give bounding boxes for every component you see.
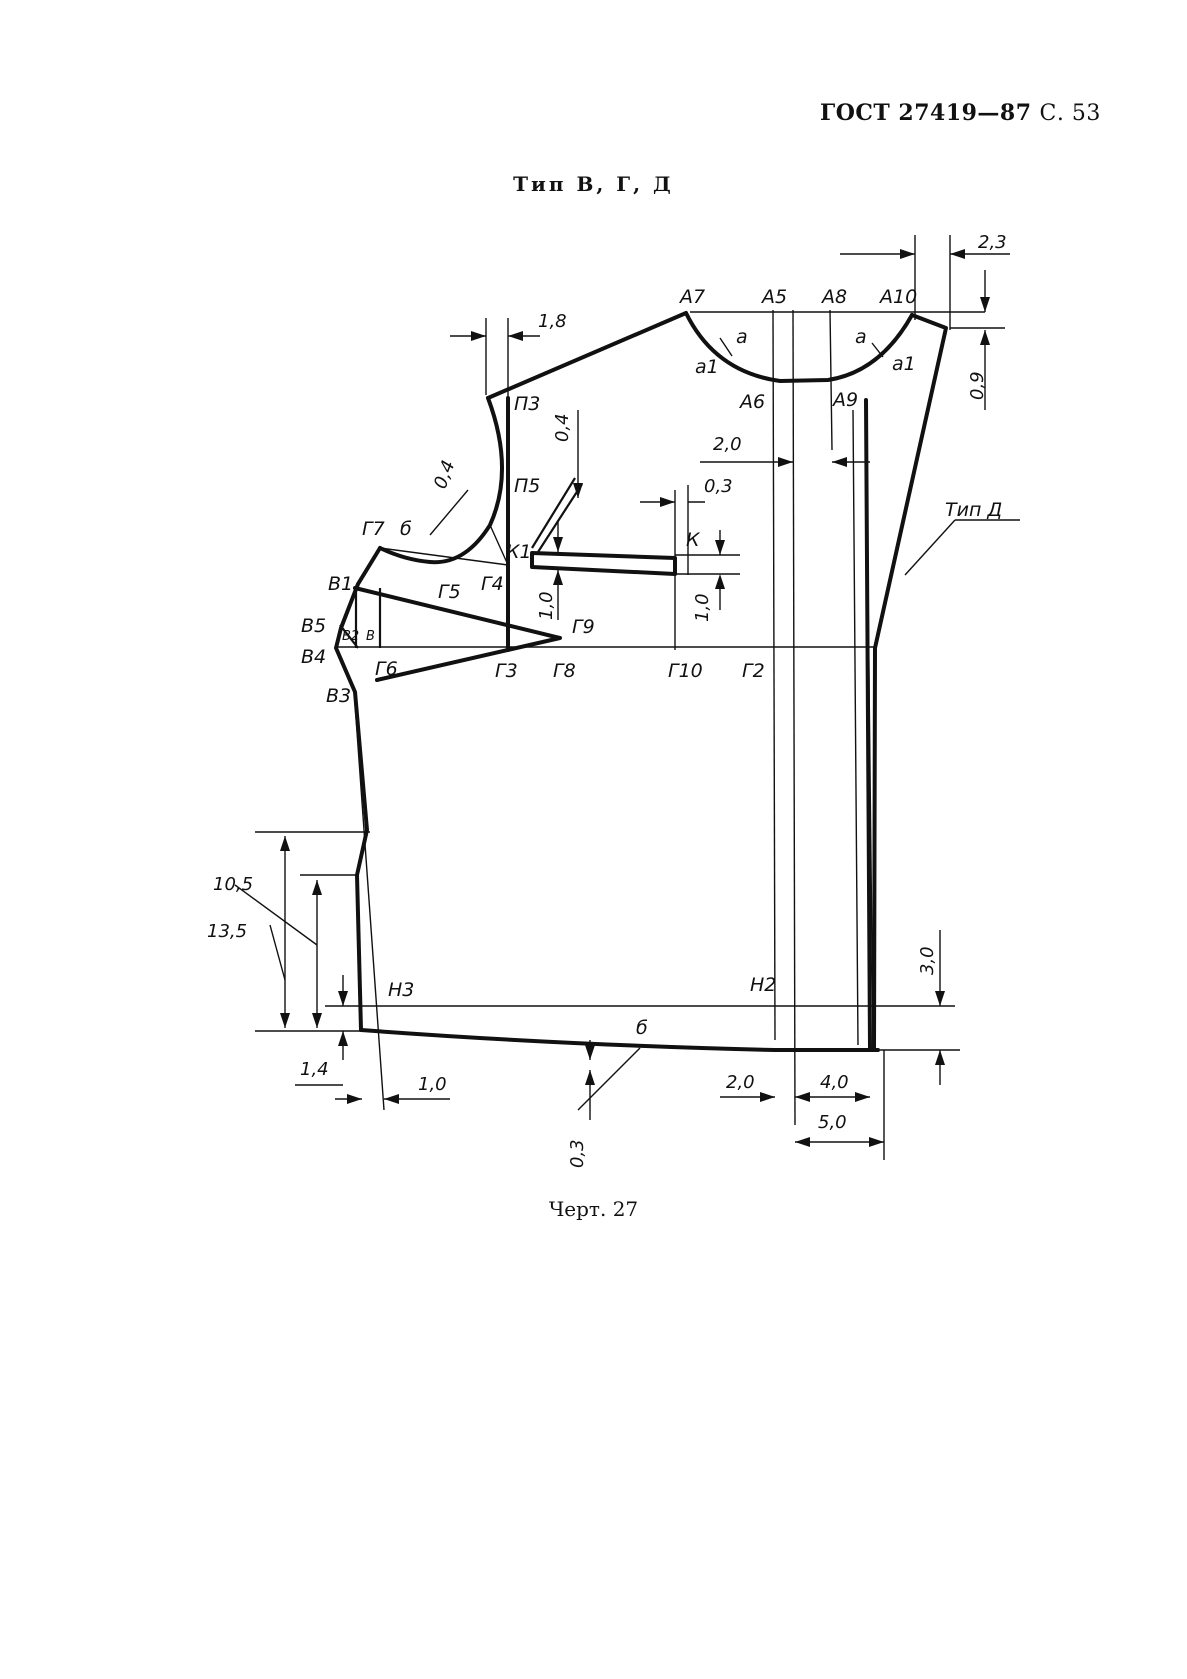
label-a-right: а [855,326,867,348]
dim-0-4-top: 0,4 [552,413,573,442]
dim-5-0: 5,0 [818,1112,847,1133]
label-b4: В4 [301,646,326,668]
dim-1-8: 1,8 [538,311,567,332]
dim-4-0: 4,0 [820,1072,849,1093]
label-delta-top: б [400,518,412,540]
label-g4: Г4 [481,573,504,595]
dim-3-0: 3,0 [917,946,938,975]
label-n3: Н3 [388,979,414,1001]
label-b5: В5 [301,615,326,637]
label-b: В [366,629,375,644]
label-k1: К1 [506,541,532,563]
dim-0-3-top: 0,3 [704,476,733,497]
label-p3: П3 [514,393,540,415]
label-g7: Г7 [362,518,385,540]
dim-1-0-right: 1,0 [692,593,713,622]
dim-0-4-left: 0,4 [430,458,460,492]
label-g8: Г8 [553,660,576,682]
dim-13-5: 13,5 [207,921,247,942]
dim-1-4: 1,4 [300,1059,329,1080]
construction-lines [325,309,985,1126]
label-g5: Г5 [438,581,461,603]
page-number: С. 53 [1039,101,1101,126]
arrowheads [280,249,990,1147]
label-a1-left: а1 [695,356,719,378]
pattern-outline [334,311,948,1052]
dim-2-0-bottom: 2,0 [726,1072,755,1093]
label-a5: А5 [760,286,787,308]
label-n2: Н2 [750,974,776,996]
label-b1: В1 [328,573,353,595]
dim-1-0-left: 1,0 [536,591,557,620]
label-a8: А8 [820,286,847,308]
label-b3: В3 [326,685,351,707]
dim-1-0-bottom: 1,0 [418,1074,447,1095]
label-a10: А10 [878,286,917,308]
dimension-labels: 2,3 0,9 1,8 0,4 0,4 2,0 0,3 1,0 1,0 10,5… [207,232,1007,1168]
label-delta-bottom: б [636,1017,648,1039]
label-a1-right: а1 [892,353,916,375]
label-b2: В2 [342,629,359,644]
page-header: ГОСТ 27419—87 С. 53 [820,100,1101,126]
label-a-left: а [736,326,748,348]
point-labels: А7 А5 А8 А10 а а а1 а1 А6 А9 П3 П5 К1 К … [301,286,1002,1039]
figure-caption: Черт. 27 [548,1197,639,1221]
label-a6: А6 [738,391,765,413]
label-a9: А9 [831,389,858,411]
label-g3: Г3 [495,660,518,682]
figure-subtitle: Тип В, Г, Д [513,172,674,196]
dim-10-5: 10,5 [213,874,253,895]
dim-2-0-top: 2,0 [713,434,742,455]
dim-2-3: 2,3 [978,232,1007,253]
label-g9: Г9 [572,616,595,638]
label-g10: Г10 [668,660,703,682]
label-g6: Г6 [375,658,398,680]
label-type-d: Тип Д [945,499,1002,521]
dim-0-3-bottom: 0,3 [567,1139,588,1168]
label-p5: П5 [514,475,540,497]
label-g2: Г2 [742,660,765,682]
label-k: К [686,529,701,551]
standard-number: ГОСТ 27419—87 [820,100,1032,126]
label-a7: А7 [678,286,705,308]
dim-0-9: 0,9 [967,371,988,400]
darts [339,337,884,682]
